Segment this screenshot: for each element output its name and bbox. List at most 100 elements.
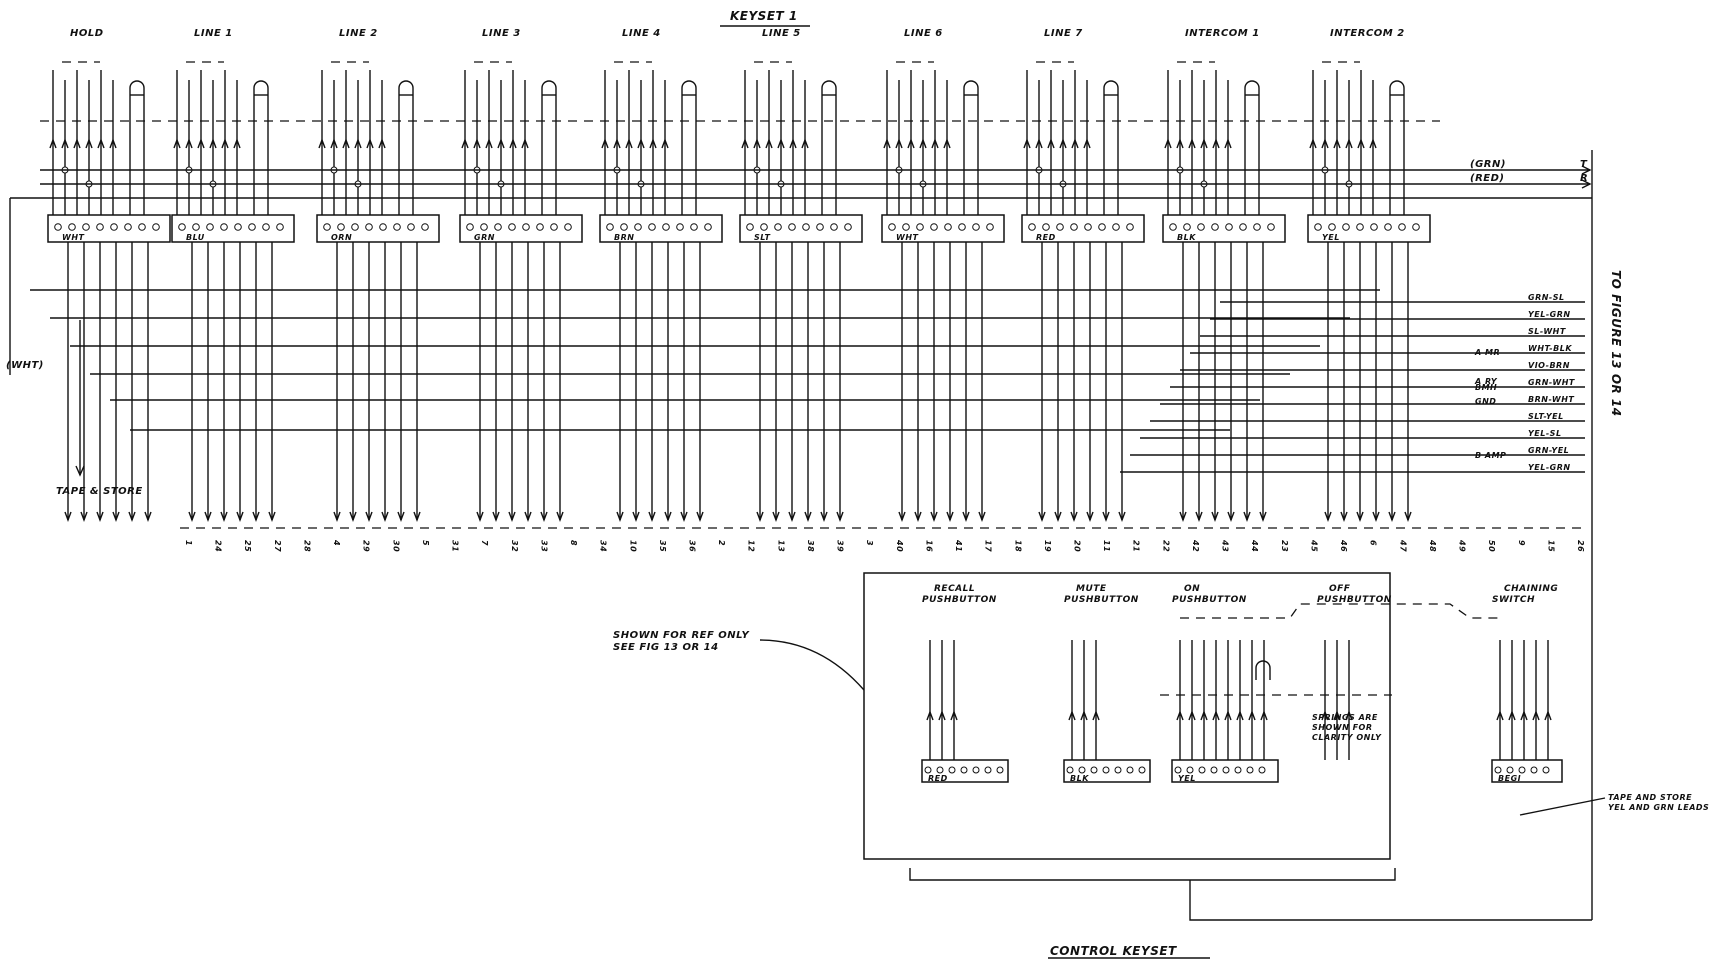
lead-arrow bbox=[1035, 138, 1043, 149]
lead-number: 42 bbox=[1191, 539, 1200, 552]
wire-arrow bbox=[1054, 511, 1062, 522]
control-lead-arrow bbox=[1333, 710, 1341, 721]
terminal bbox=[466, 223, 474, 231]
control-color-label: YEL bbox=[1178, 774, 1196, 783]
lead-arrow bbox=[601, 138, 609, 149]
control-lead-arrow bbox=[938, 710, 946, 721]
terminal bbox=[365, 223, 373, 231]
lead-number: 13 bbox=[776, 540, 785, 552]
control-lead-arrow bbox=[1080, 710, 1088, 721]
lead-arrow bbox=[907, 138, 915, 149]
bus-lines bbox=[9, 150, 1593, 920]
lead-arrow bbox=[895, 138, 903, 149]
right-lead-tag: BMH bbox=[1475, 383, 1497, 392]
terminal bbox=[323, 223, 331, 231]
key-label: LINE 5 bbox=[762, 28, 801, 39]
wire-arrow bbox=[476, 511, 484, 522]
terminal-color-label: BLK bbox=[1177, 233, 1196, 242]
terminal bbox=[110, 223, 118, 231]
lead-number: 23 bbox=[1280, 540, 1289, 552]
lead-arrow bbox=[318, 138, 326, 149]
control-terminal-strip bbox=[921, 759, 1009, 783]
terminal bbox=[82, 223, 90, 231]
wire-arrow bbox=[204, 511, 212, 522]
right-lead-label: GRN-SL bbox=[1528, 293, 1565, 302]
right-lead-label: VIO-BRN bbox=[1528, 361, 1570, 370]
control-lead-arrow bbox=[1236, 710, 1244, 721]
wire-arrow bbox=[1179, 511, 1187, 522]
control-terminal bbox=[1518, 766, 1526, 774]
lead-arrow bbox=[197, 138, 205, 149]
terminal bbox=[1225, 223, 1233, 231]
terminal bbox=[1112, 223, 1120, 231]
wire-arrow bbox=[930, 511, 938, 522]
control-terminal bbox=[1210, 766, 1218, 774]
bus-r-label: R bbox=[1580, 173, 1588, 184]
terminal bbox=[930, 223, 938, 231]
terminal bbox=[536, 223, 544, 231]
right-lead-label: WHT-BLK bbox=[1528, 344, 1572, 353]
control-color-label: BEGI bbox=[1498, 774, 1521, 783]
terminal bbox=[802, 223, 810, 231]
lead-arrow bbox=[61, 138, 69, 149]
wire-arrow bbox=[1086, 511, 1094, 522]
wire-arrow bbox=[1118, 511, 1126, 522]
terminal bbox=[337, 223, 345, 231]
lead-number: 47 bbox=[1398, 539, 1407, 552]
lead-number: 48 bbox=[1428, 539, 1437, 552]
lead-number: 45 bbox=[1309, 539, 1318, 552]
lead-number: 24 bbox=[214, 540, 223, 552]
wire-arrow bbox=[508, 511, 516, 522]
control-terminal bbox=[1102, 766, 1110, 774]
lead-arrow bbox=[1321, 138, 1329, 149]
terminal bbox=[1342, 223, 1350, 231]
lead-arrow bbox=[97, 138, 105, 149]
control-terminal bbox=[1542, 766, 1550, 774]
lead-arrow bbox=[1200, 138, 1208, 149]
control-lead-arrow bbox=[1188, 710, 1196, 721]
terminal bbox=[606, 223, 614, 231]
wire-arrow bbox=[1388, 511, 1396, 522]
terminal bbox=[958, 223, 966, 231]
wire-arrow bbox=[648, 511, 656, 522]
terminal bbox=[676, 223, 684, 231]
wire-arrow bbox=[80, 511, 88, 522]
right-lead-label: YEL-GRN bbox=[1528, 310, 1571, 319]
wire-arrow bbox=[1227, 511, 1235, 522]
terminal bbox=[1169, 223, 1177, 231]
wire-arrow bbox=[349, 511, 357, 522]
terminal bbox=[972, 223, 980, 231]
lead-arrow bbox=[366, 138, 374, 149]
terminal bbox=[379, 223, 387, 231]
wire-arrow bbox=[1195, 511, 1203, 522]
lead-number: 44 bbox=[1250, 539, 1259, 552]
lead-arrow bbox=[1369, 138, 1377, 149]
lead-number: 41 bbox=[954, 539, 963, 552]
terminal bbox=[192, 223, 200, 231]
bus-grn-label: (GRN) bbox=[1470, 159, 1506, 170]
lead-arrow bbox=[1309, 138, 1317, 149]
control-lead-arrow bbox=[1092, 710, 1100, 721]
terminal-strip bbox=[1021, 214, 1145, 243]
key-label: LINE 6 bbox=[904, 28, 943, 39]
terminal bbox=[986, 223, 994, 231]
lamp-icon bbox=[1389, 80, 1405, 100]
lead-arrow bbox=[1212, 138, 1220, 149]
lead-number: 3 bbox=[865, 540, 874, 546]
control-lead-arrow bbox=[1345, 710, 1353, 721]
lead-arrow bbox=[943, 138, 951, 149]
control-terminal bbox=[1186, 766, 1194, 774]
lead-arrow bbox=[1071, 138, 1079, 149]
key-label: INTERCOM 2 bbox=[1330, 28, 1405, 39]
terminal-color-label: BRN bbox=[614, 233, 634, 242]
lead-arrow bbox=[378, 138, 386, 149]
terminal bbox=[816, 223, 824, 231]
wire-arrow bbox=[1259, 511, 1267, 522]
